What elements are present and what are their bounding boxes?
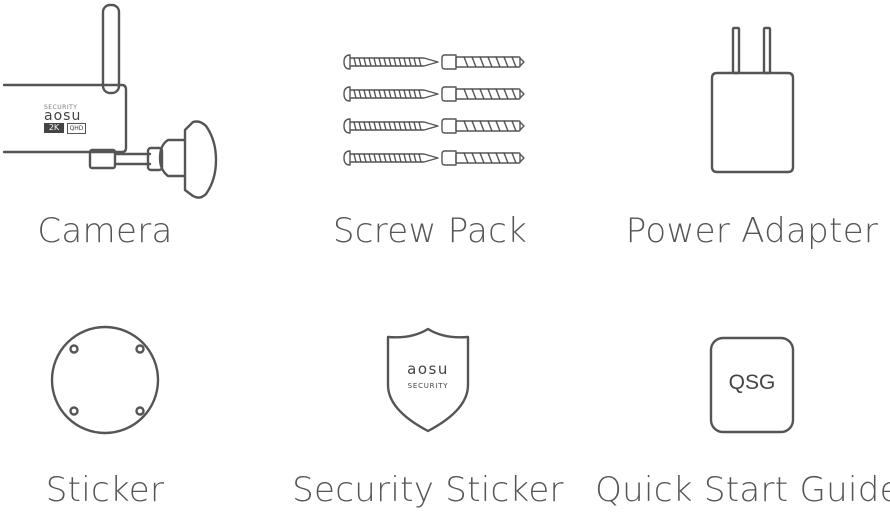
sticker-label: Sticker [45, 470, 165, 510]
quick-start-guide-label: Quick Start Guide [595, 470, 890, 510]
qsg-text: QSG [728, 371, 776, 394]
screw-pack-icon [343, 54, 525, 166]
power-adapter-label: Power Adapter [625, 211, 879, 251]
screw-pack-label: Screw Pack [332, 211, 528, 251]
camera-quality-badge: QHD [67, 123, 86, 134]
security-sticker-icon [386, 327, 470, 433]
camera-label: Camera [37, 211, 173, 251]
camera-icon [2, 3, 218, 199]
quick-start-guide-icon [709, 336, 795, 434]
security-sticker-brand: aosu [407, 360, 449, 378]
camera-security-text: SECURITY [44, 104, 78, 111]
sticker-icon [50, 325, 160, 435]
camera-brand: aosu [44, 108, 82, 124]
security-sticker-sub: SECURITY [407, 382, 449, 390]
power-adapter-icon [710, 26, 795, 174]
security-sticker-label: Security Sticker [292, 470, 564, 510]
camera-resolution-badge: 2K [44, 123, 64, 133]
